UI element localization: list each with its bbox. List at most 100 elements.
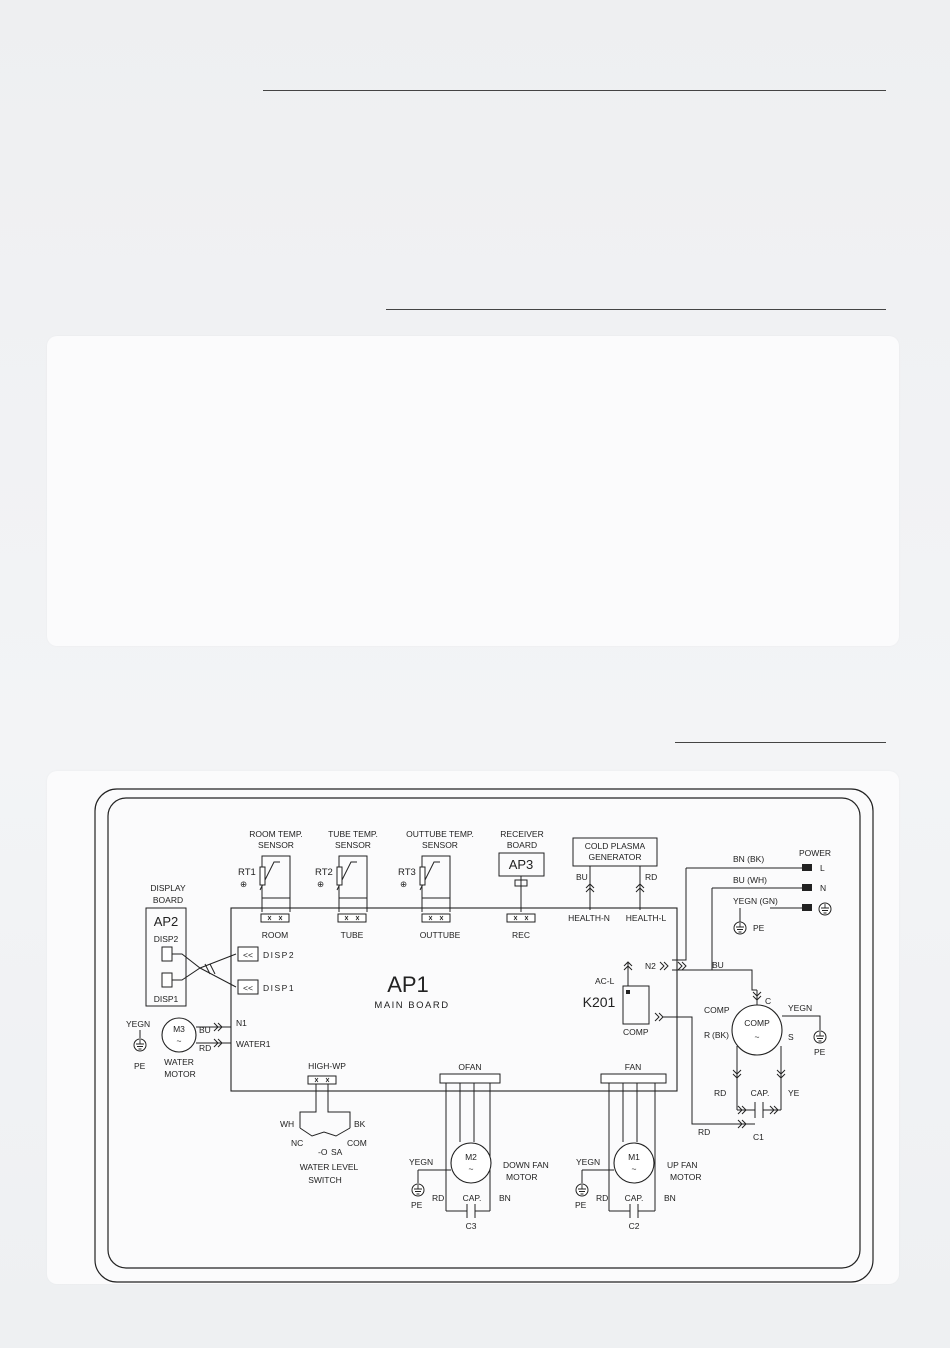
power-wire-n: BU (WH) bbox=[733, 875, 767, 885]
display-port-bottom: DISP1 bbox=[154, 994, 179, 1004]
up-fan-cap: CAP. bbox=[625, 1193, 644, 1203]
n2-label: N2 bbox=[645, 961, 656, 971]
sensor-tube-title: TUBE TEMP. bbox=[328, 829, 378, 839]
comp-cap: CAP. bbox=[751, 1088, 770, 1098]
relay-label: K201 bbox=[583, 994, 616, 1010]
plasma-wire-right: RD bbox=[645, 872, 657, 882]
water-motor-id: M3 bbox=[173, 1024, 185, 1034]
down-fan-cap: CAP. bbox=[463, 1193, 482, 1203]
compressor: C COMP ~ COMP R (BK) S YEGN PE RD YE CAP… bbox=[698, 990, 827, 1142]
down-fan-id: M2 bbox=[465, 1152, 477, 1162]
header-rule-2 bbox=[386, 309, 886, 310]
comp-rd: RD bbox=[714, 1088, 726, 1098]
receiver-id: AP3 bbox=[509, 857, 534, 872]
sensor-tube-subtitle: SENSOR bbox=[335, 840, 371, 850]
svg-text:⊕: ⊕ bbox=[240, 879, 247, 889]
up-fan-bn: BN bbox=[664, 1193, 676, 1203]
sensor-tube-id: RT2 bbox=[315, 867, 333, 878]
disp2-port: DISP2 bbox=[263, 950, 295, 960]
sensor-tube: TUBE TEMP. SENSOR RT2 ⊕ TUBE bbox=[315, 829, 378, 940]
power-pe: PE bbox=[753, 923, 765, 933]
up-fan-yegn: YEGN bbox=[576, 1157, 600, 1167]
water-motor-port: WATER1 bbox=[236, 1039, 271, 1049]
power-l: L bbox=[820, 863, 825, 873]
water-motor-bu: BU bbox=[199, 1025, 211, 1035]
water-switch-wh: WH bbox=[280, 1119, 294, 1129]
down-fan-bn: BN bbox=[499, 1193, 511, 1203]
sensor-room-port: ROOM bbox=[262, 930, 288, 940]
sensor-room: ROOM TEMP. SENSOR RT1 ⊕ ROOM bbox=[238, 829, 303, 940]
power-wire-l: BN (BK) bbox=[733, 854, 764, 864]
comp-yegn: YEGN bbox=[788, 1003, 812, 1013]
down-fan-title: DOWN FAN bbox=[503, 1160, 549, 1170]
cold-plasma-generator: COLD PLASMA GENERATOR BU RD HEALTH-N HEA… bbox=[568, 837, 667, 923]
up-fan-port: FAN bbox=[625, 1062, 642, 1072]
svg-text:~: ~ bbox=[177, 1036, 182, 1046]
water-motor-pe: PE bbox=[134, 1061, 146, 1071]
disp1-port: DISP1 bbox=[263, 983, 295, 993]
water-switch-com: COM bbox=[347, 1138, 367, 1148]
svg-text:~: ~ bbox=[632, 1164, 637, 1174]
main-board-box bbox=[230, 907, 678, 1092]
plasma-port-right: HEALTH-L bbox=[626, 913, 667, 923]
svg-text:⊕: ⊕ bbox=[317, 879, 324, 889]
comp-rd2: RD bbox=[698, 1127, 710, 1137]
water-switch-sa: SA bbox=[331, 1147, 343, 1157]
display-title: DISPLAY bbox=[150, 883, 186, 893]
comp-s-label: S bbox=[788, 1032, 794, 1042]
receiver-port: REC bbox=[512, 930, 530, 940]
sensor-outtube: OUTTUBE TEMP. SENSOR RT3 ⊕ OUTTUBE bbox=[398, 829, 474, 940]
comp-ye: YE bbox=[788, 1088, 800, 1098]
comp-r-wire: (BK) bbox=[712, 1030, 729, 1040]
receiver-board: RECEIVER BOARD AP3 REC bbox=[498, 829, 545, 940]
display-port-top: DISP2 bbox=[154, 934, 179, 944]
up-fan-id: M1 bbox=[628, 1152, 640, 1162]
up-fan-c: C2 bbox=[629, 1221, 640, 1231]
sensor-tube-port: TUBE bbox=[341, 930, 364, 940]
svg-text:-O: -O bbox=[318, 1147, 328, 1157]
down-fan-subtitle: MOTOR bbox=[506, 1172, 537, 1182]
comp-name: COMP bbox=[744, 1018, 770, 1028]
svg-text:⊕: ⊕ bbox=[400, 879, 407, 889]
water-switch-bk: BK bbox=[354, 1119, 366, 1129]
power-input: POWER L N BN (BK) BU (WH) YEGN (GN) PE bbox=[672, 848, 832, 971]
water-motor-rd: RD bbox=[199, 1043, 211, 1053]
water-motor-subtitle: MOTOR bbox=[164, 1069, 195, 1079]
water-motor-title: WATER bbox=[164, 1057, 194, 1067]
svg-text:<<: << bbox=[243, 950, 253, 960]
display-board: DISPLAY BOARD AP2 DISP2 DISP1 << << DISP… bbox=[145, 883, 295, 1007]
comp-comp-label: COMP bbox=[704, 1005, 730, 1015]
sensor-room-id: RT1 bbox=[238, 867, 256, 878]
blank-text-panel bbox=[47, 336, 899, 646]
ac-bu-label: BU bbox=[712, 960, 724, 970]
up-fan-title: UP FAN bbox=[667, 1160, 698, 1170]
up-fan-rd: RD bbox=[596, 1193, 608, 1203]
water-switch-subtitle: SWITCH bbox=[308, 1175, 342, 1185]
comp-c1: C1 bbox=[753, 1132, 764, 1142]
comp-r-label: R bbox=[704, 1030, 710, 1040]
down-fan-pe: PE bbox=[411, 1200, 423, 1210]
power-n: N bbox=[820, 883, 826, 893]
up-fan-subtitle: MOTOR bbox=[670, 1172, 701, 1182]
comp-pe: PE bbox=[814, 1047, 826, 1057]
main-board-name: AP1 bbox=[387, 972, 429, 997]
water-motor: YEGN PE M3 ~ WATER MOTOR BU RD N1 WATER1 bbox=[126, 1017, 271, 1079]
svg-text:~: ~ bbox=[469, 1164, 474, 1174]
sensor-outtube-port: OUTTUBE bbox=[420, 930, 461, 940]
display-name: AP2 bbox=[154, 914, 179, 929]
up-fan-pe: PE bbox=[575, 1200, 587, 1210]
water-switch-title: WATER LEVEL bbox=[300, 1162, 359, 1172]
up-fan-motor: FAN M1 ~ UP FAN MOTOR YEGN PE RD BN CAP.… bbox=[575, 1062, 701, 1231]
down-fan-rd: RD bbox=[432, 1193, 444, 1203]
relay-area: AC-L N2 COMP BU bbox=[595, 960, 757, 1125]
receiver-title: RECEIVER bbox=[500, 829, 543, 839]
diagram-frame-inner bbox=[107, 797, 861, 1269]
water-motor-yegn: YEGN bbox=[126, 1019, 150, 1029]
sensor-outtube-title: OUTTUBE TEMP. bbox=[406, 829, 474, 839]
svg-text:~: ~ bbox=[755, 1032, 760, 1042]
down-fan-yegn: YEGN bbox=[409, 1157, 433, 1167]
down-fan-port: OFAN bbox=[458, 1062, 481, 1072]
power-wire-pe: YEGN (GN) bbox=[733, 896, 778, 906]
down-fan-motor: OFAN M2 ~ DOWN FAN MOTOR YEGN PE RD BN C… bbox=[409, 1062, 549, 1231]
